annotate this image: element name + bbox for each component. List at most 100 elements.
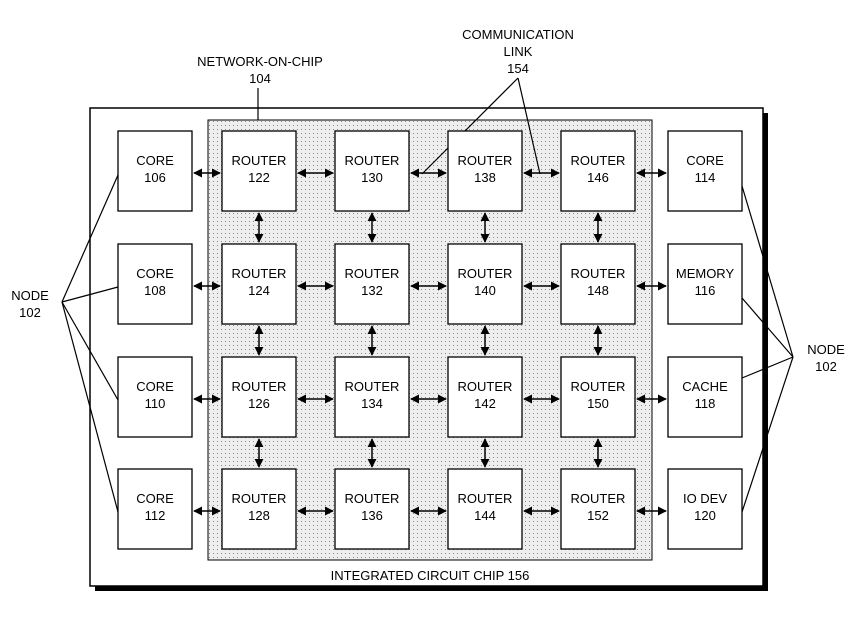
left-node-108: CORE 108: [117, 243, 193, 325]
node-left-line2: 102: [19, 305, 41, 320]
router-148-title: ROUTER: [571, 266, 626, 281]
router-150-number: 150: [587, 396, 609, 411]
router-134-outline: [334, 356, 410, 438]
router-142-number: 142: [474, 396, 496, 411]
router-136-outline: [334, 468, 410, 550]
communication-links: [193, 168, 667, 516]
left-node-112: CORE 112: [117, 468, 193, 550]
router-152: ROUTER 152: [560, 468, 636, 550]
router-150-title: ROUTER: [571, 379, 626, 394]
router-142-title: ROUTER: [458, 379, 513, 394]
router-124-title: ROUTER: [232, 266, 287, 281]
router-150: ROUTER 150: [560, 356, 636, 438]
router-138: ROUTER 138: [447, 130, 523, 212]
noc-label-line2: 104: [249, 71, 271, 86]
router-126: ROUTER 126: [221, 356, 297, 438]
router-132-number: 132: [361, 283, 383, 298]
router-136-number: 136: [361, 508, 383, 523]
right-node-116: MEMORY 116: [667, 243, 743, 325]
router-130-outline: [334, 130, 410, 212]
left-node-112-outline: [117, 468, 193, 550]
right-node-118: CACHE 118: [667, 356, 743, 438]
left-node-108-number: 108: [144, 283, 166, 298]
right-node-118-number: 118: [695, 396, 716, 411]
router-138-number: 138: [474, 170, 496, 185]
router-138-title: ROUTER: [458, 153, 513, 168]
node-right-line1: NODE: [807, 342, 845, 357]
node-left-line1: NODE: [11, 288, 49, 303]
right-node-120-outline: [667, 468, 743, 550]
left-node-106-outline: [117, 130, 193, 212]
router-148: ROUTER 148: [560, 243, 636, 325]
right-node-118-title: CACHE: [682, 379, 728, 394]
noc-label-line1: NETWORK-ON-CHIP: [197, 54, 323, 69]
router-132: ROUTER 132: [334, 243, 410, 325]
router-124-outline: [221, 243, 297, 325]
left-node-112-number: 112: [145, 508, 166, 523]
link-label-line1: COMMUNICATION: [462, 27, 574, 42]
left-node-106: CORE 106: [117, 130, 193, 212]
link-label-line2: LINK: [504, 44, 533, 59]
router-146-number: 146: [587, 170, 609, 185]
node-right-line2: 102: [815, 359, 837, 374]
left-node-106-title: CORE: [136, 153, 174, 168]
right-node-118-outline: [667, 356, 743, 438]
router-130-number: 130: [361, 170, 383, 185]
router-152-title: ROUTER: [571, 491, 626, 506]
left-node-110-outline: [117, 356, 193, 438]
left-node-108-outline: [117, 243, 193, 325]
right-node-116-title: MEMORY: [676, 266, 735, 281]
right-node-120-number: 120: [694, 508, 716, 523]
router-126-outline: [221, 356, 297, 438]
router-128-number: 128: [248, 508, 270, 523]
router-122-outline: [221, 130, 297, 212]
router-138-outline: [447, 130, 523, 212]
right-node-116-number: 116: [695, 283, 716, 298]
chip-label: INTEGRATED CIRCUIT CHIP 156: [331, 568, 530, 583]
router-122-number: 122: [248, 170, 270, 185]
router-142: ROUTER 142: [447, 356, 523, 438]
left-node-106-number: 106: [144, 170, 166, 185]
router-140-outline: [447, 243, 523, 325]
router-130: ROUTER 130: [334, 130, 410, 212]
router-140: ROUTER 140: [447, 243, 523, 325]
leader-lines: [61, 77, 794, 513]
router-126-title: ROUTER: [232, 379, 287, 394]
router-134-number: 134: [361, 396, 383, 411]
node-boxes: CORE106CORE108CORE110CORE112CORE114MEMOR…: [117, 130, 743, 550]
left-node-110: CORE 110: [117, 356, 193, 438]
right-node-114-number: 114: [695, 170, 716, 185]
router-140-title: ROUTER: [458, 266, 513, 281]
left-node-108-title: CORE: [136, 266, 174, 281]
router-142-outline: [447, 356, 523, 438]
router-148-number: 148: [587, 283, 609, 298]
router-152-number: 152: [587, 508, 609, 523]
right-node-120-title: IO DEV: [683, 491, 727, 506]
router-132-outline: [334, 243, 410, 325]
router-130-title: ROUTER: [345, 153, 400, 168]
router-124-number: 124: [248, 283, 270, 298]
router-134-title: ROUTER: [345, 379, 400, 394]
left-node-112-title: CORE: [136, 491, 174, 506]
router-146: ROUTER 146: [560, 130, 636, 212]
router-140-number: 140: [474, 283, 496, 298]
router-146-title: ROUTER: [571, 153, 626, 168]
router-136-title: ROUTER: [345, 491, 400, 506]
router-152-outline: [560, 468, 636, 550]
left-node-110-title: CORE: [136, 379, 174, 394]
router-132-title: ROUTER: [345, 266, 400, 281]
router-148-outline: [560, 243, 636, 325]
router-136: ROUTER 136: [334, 468, 410, 550]
right-node-120: IO DEV 120: [667, 468, 743, 550]
right-node-116-outline: [667, 243, 743, 325]
left-node-110-number: 110: [145, 396, 166, 411]
router-126-number: 126: [248, 396, 270, 411]
router-122-title: ROUTER: [232, 153, 287, 168]
router-134: ROUTER 134: [334, 356, 410, 438]
router-144-title: ROUTER: [458, 491, 513, 506]
router-128-outline: [221, 468, 297, 550]
